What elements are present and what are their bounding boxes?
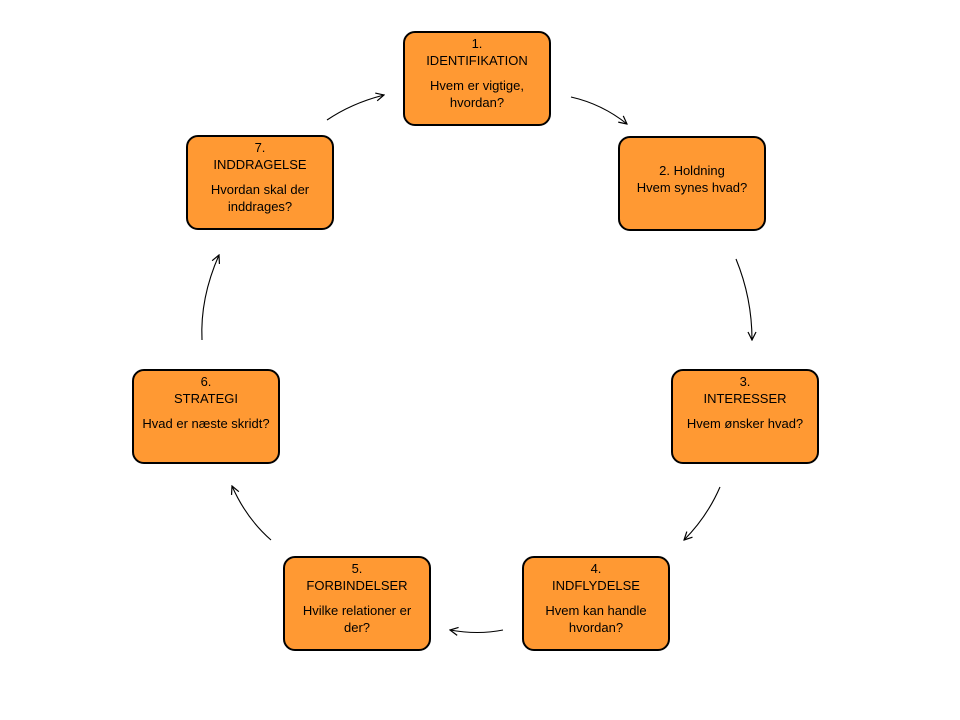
arrow-7-to-1 bbox=[326, 95, 384, 121]
step-number: 6. bbox=[200, 374, 212, 389]
arrow-2-to-3 bbox=[735, 258, 752, 340]
step-box-identifikation: 1. IDENTIFIKATION Hvem er vigtige, hvord… bbox=[403, 31, 551, 126]
step-title: STRATEGI bbox=[173, 391, 239, 406]
arrow-3-to-4 bbox=[684, 486, 721, 540]
step-box-strategi: 6. STRATEGI Hvad er næste skridt? bbox=[132, 369, 280, 464]
arrow-4-to-5 bbox=[450, 630, 504, 633]
step-box-indflydelse: 4. INDFLYDELSE Hvem kan handle hvordan? bbox=[522, 556, 670, 651]
step-question: Hvem synes hvad? bbox=[636, 180, 748, 195]
step-question: Hvad er næste skridt? bbox=[142, 416, 270, 431]
step-box-holdning: 2. Holdning Hvem synes hvad? bbox=[618, 136, 766, 231]
step-title: 2. Holdning bbox=[659, 163, 725, 178]
arrow-5-to-6 bbox=[232, 486, 272, 541]
step-box-forbindelser: 5. FORBINDELSER Hvilke relationer er der… bbox=[283, 556, 431, 651]
arrow-6-to-7 bbox=[201, 255, 219, 341]
step-title: IDENTIFIKATION bbox=[426, 53, 528, 68]
step-question: Hvem kan handle hvordan? bbox=[545, 603, 647, 635]
step-title: INDFLYDELSE bbox=[552, 578, 640, 593]
step-box-inddragelse: 7. INDDRAGELSE Hvordan skal der inddrage… bbox=[186, 135, 334, 230]
step-number: 3. bbox=[739, 374, 751, 389]
step-question: Hvordan skal der inddrages? bbox=[210, 182, 310, 214]
step-title: FORBINDELSER bbox=[306, 578, 408, 593]
step-number: 7. bbox=[254, 140, 266, 155]
step-title: INDDRAGELSE bbox=[213, 157, 307, 172]
step-box-interesser: 3. INTERESSER Hvem ønsker hvad? bbox=[671, 369, 819, 464]
step-title: INTERESSER bbox=[703, 391, 787, 406]
step-question: Hvem ønsker hvad? bbox=[686, 416, 804, 431]
step-number: 5. bbox=[351, 561, 363, 576]
step-number: 1. bbox=[471, 36, 483, 51]
arrow-1-to-2 bbox=[570, 96, 627, 124]
step-question: Hvilke relationer er der? bbox=[302, 603, 412, 635]
step-number: 4. bbox=[590, 561, 602, 576]
step-question: Hvem er vigtige, hvordan? bbox=[430, 78, 524, 110]
